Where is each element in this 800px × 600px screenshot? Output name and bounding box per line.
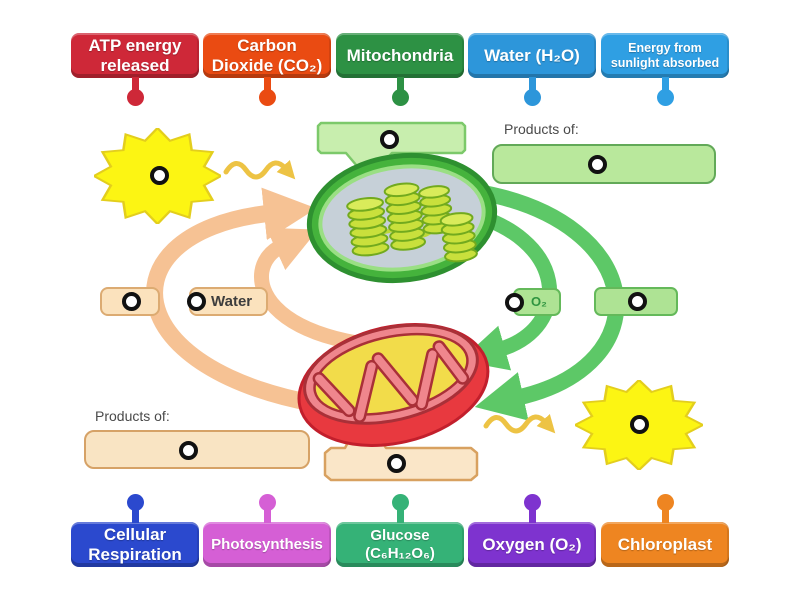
chip-pin-ball bbox=[391, 89, 409, 106]
label-chip-atp[interactable]: ATP energy released bbox=[71, 33, 199, 106]
drop-target-right-box[interactable] bbox=[627, 291, 647, 311]
chip-face: Mitochondria bbox=[336, 33, 464, 78]
drop-target-left-starburst[interactable] bbox=[149, 165, 169, 185]
chip-pin-ball bbox=[258, 494, 276, 511]
chip-pin bbox=[263, 507, 271, 523]
chip-pin-ball bbox=[656, 494, 674, 511]
drop-target-left-box[interactable] bbox=[121, 291, 141, 311]
atp-energy-wavy-arrow bbox=[483, 413, 556, 434]
label-chip-mitochondria[interactable]: Mitochondria bbox=[336, 33, 464, 106]
drop-target-o2-box[interactable] bbox=[504, 292, 524, 312]
label-chip-sunlight-energy[interactable]: Energy from sunlight absorbed bbox=[601, 33, 729, 106]
chip-pin bbox=[661, 77, 669, 93]
products-of-bottom-label: Products of: bbox=[95, 408, 170, 424]
chip-pin bbox=[131, 507, 139, 523]
chip-pin-ball bbox=[391, 494, 409, 511]
label-chip-chloroplast[interactable]: Chloroplast bbox=[601, 494, 729, 567]
chip-face: ATP energy released bbox=[71, 33, 199, 78]
chip-face: Glucose (C₆H₁₂O₆) bbox=[336, 522, 464, 567]
chip-pin bbox=[528, 77, 536, 93]
drop-target-above-chloroplast[interactable] bbox=[379, 129, 399, 149]
label-chip-cellular-respiration[interactable]: Cellular Respiration bbox=[71, 494, 199, 567]
chip-pin bbox=[661, 507, 669, 523]
products-of-top-label: Products of: bbox=[504, 121, 579, 137]
products-of-bottom-box bbox=[84, 430, 310, 469]
chip-pin-ball bbox=[126, 494, 144, 511]
chip-pin bbox=[396, 507, 404, 523]
chip-face: Water (H₂O) bbox=[468, 33, 596, 78]
label-chip-photosynthesis[interactable]: Photosynthesis bbox=[203, 494, 331, 567]
chip-pin-ball bbox=[523, 89, 541, 106]
sunlight-energy-wavy-arrow bbox=[223, 159, 296, 180]
drop-target-below-mitochondria[interactable] bbox=[386, 453, 406, 473]
chip-face: Chloroplast bbox=[601, 522, 729, 567]
chip-face: Photosynthesis bbox=[203, 522, 331, 567]
chip-face: Oxygen (O₂) bbox=[468, 522, 596, 567]
chloroplast-illustration bbox=[306, 152, 498, 284]
drop-target-water-box[interactable] bbox=[186, 291, 206, 311]
label-chip-co2[interactable]: Carbon Dioxide (CO₂) bbox=[203, 33, 331, 106]
drop-target-products-of-bottom[interactable] bbox=[178, 440, 198, 460]
chip-pin-ball bbox=[656, 89, 674, 106]
label-chip-oxygen[interactable]: Oxygen (O₂) bbox=[468, 494, 596, 567]
chip-pin-ball bbox=[523, 494, 541, 511]
chip-face: Cellular Respiration bbox=[71, 522, 199, 567]
mitochondria-illustration bbox=[297, 322, 490, 447]
drop-target-products-of-top[interactable] bbox=[587, 154, 607, 174]
label-chip-water[interactable]: Water (H₂O) bbox=[468, 33, 596, 106]
o2-box-label: O₂ bbox=[531, 294, 547, 309]
drop-target-right-starburst[interactable] bbox=[629, 414, 649, 434]
chip-pin bbox=[263, 77, 271, 93]
chip-pin bbox=[528, 507, 536, 523]
respiration-input-arrow-inner bbox=[460, 204, 557, 371]
chip-pin bbox=[131, 77, 139, 93]
chip-pin-ball bbox=[126, 89, 144, 106]
chip-face: Energy from sunlight absorbed bbox=[601, 33, 729, 78]
label-chip-glucose[interactable]: Glucose (C₆H₁₂O₆) bbox=[336, 494, 464, 567]
chip-pin bbox=[396, 77, 404, 93]
chip-pin-ball bbox=[258, 89, 276, 106]
chip-face: Carbon Dioxide (CO₂) bbox=[203, 33, 331, 78]
water-box-label: Water bbox=[211, 293, 253, 310]
photosynthesis-input-arrow-inner bbox=[254, 227, 453, 356]
